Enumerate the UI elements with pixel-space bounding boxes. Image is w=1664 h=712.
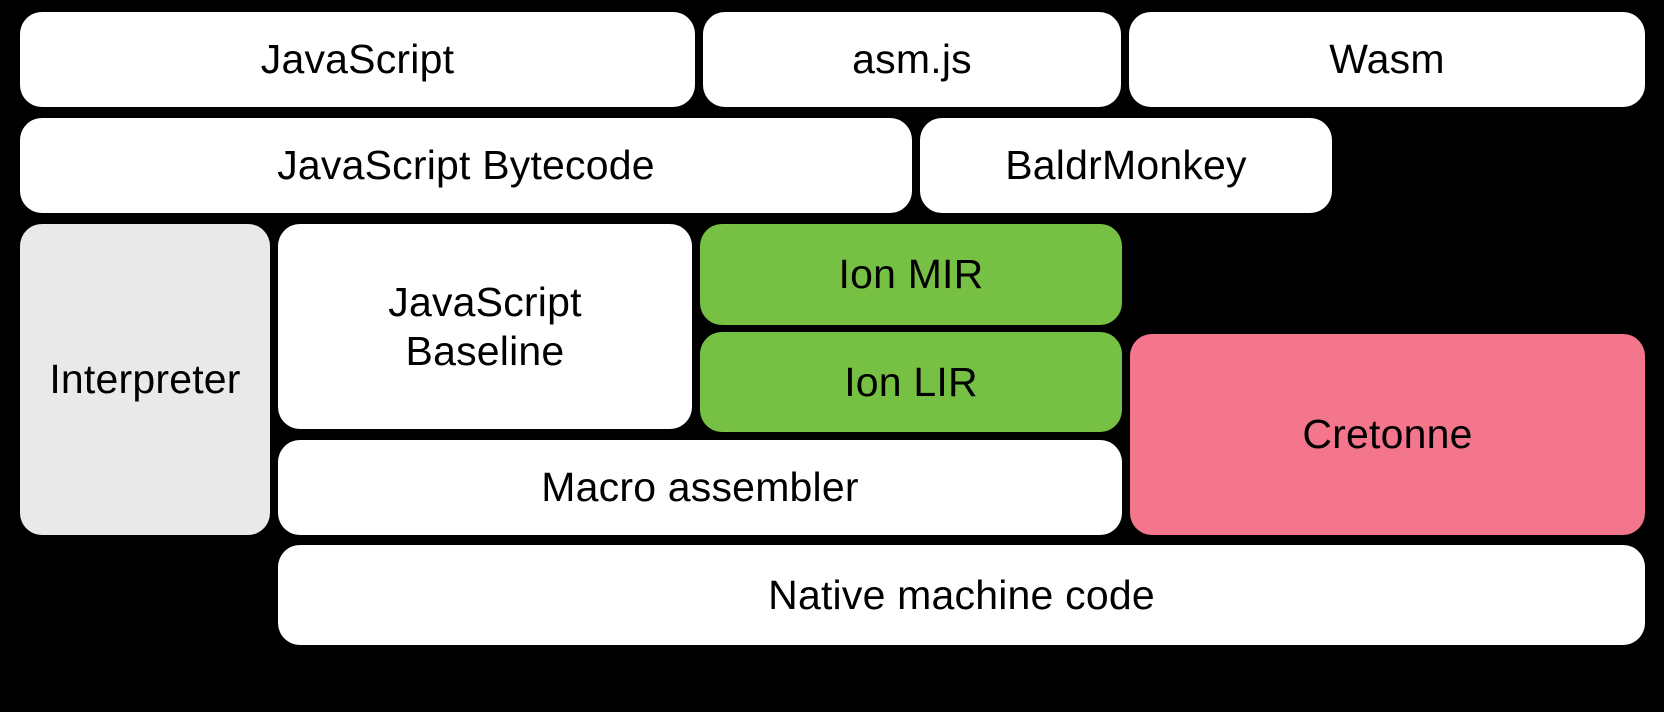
- node-ion-mir: Ion MIR: [700, 224, 1122, 325]
- node-ion-lir: Ion LIR: [700, 332, 1122, 432]
- node-native-machine-code: Native machine code: [278, 545, 1645, 645]
- node-baldrmonkey: BaldrMonkey: [920, 118, 1332, 213]
- node-cretonne: Cretonne: [1130, 334, 1645, 535]
- node-javascript-bytecode: JavaScript Bytecode: [20, 118, 912, 213]
- node-asmjs: asm.js: [703, 12, 1121, 107]
- node-javascript: JavaScript: [20, 12, 695, 107]
- node-wasm: Wasm: [1129, 12, 1645, 107]
- node-macro-assembler: Macro assembler: [278, 440, 1122, 535]
- node-javascript-baseline: JavaScript Baseline: [278, 224, 692, 429]
- node-interpreter: Interpreter: [20, 224, 270, 535]
